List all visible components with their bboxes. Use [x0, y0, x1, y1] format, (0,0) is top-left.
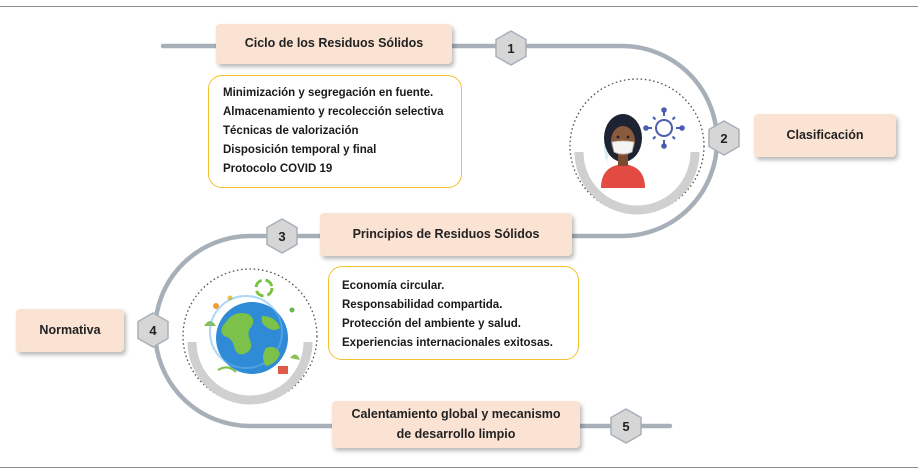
step-2-hexagon: 2: [708, 120, 740, 156]
masked-person-icon: [601, 114, 645, 188]
step-4-hexagon: 4: [137, 312, 169, 348]
step-1-hexagon: 1: [495, 30, 527, 66]
step-3-hexagon: 3: [266, 218, 298, 254]
cycle-item: Técnicas de valorización: [223, 125, 359, 137]
stage-3-box[interactable]: Principios de Residuos Sólidos: [320, 213, 572, 256]
stage-5-title-line2: de desarrollo limpio: [396, 426, 516, 441]
step-2-number: 2: [720, 130, 728, 146]
step-3-number: 3: [278, 228, 286, 244]
stage-4-box[interactable]: Normativa: [16, 309, 124, 352]
earth-icon: [209, 295, 288, 374]
step-5-hexagon: 5: [610, 408, 642, 444]
stage-5-title-line1: Calentamiento global y mecanismo: [351, 407, 561, 422]
stage-2-title: Clasificación: [786, 127, 864, 142]
virus-icon: [643, 107, 685, 149]
step-5-number: 5: [622, 418, 630, 434]
cycle-item: Protocolo COVID 19: [223, 163, 333, 175]
principle-item: Responsabilidad compartida.: [342, 299, 503, 311]
step-4-number: 4: [149, 322, 157, 338]
stage-3-title: Principios de Residuos Sólidos: [352, 226, 540, 241]
principle-item: Experiencias internacionales exitosas.: [342, 337, 553, 349]
principle-item: Protección del ambiente y salud.: [342, 318, 521, 330]
cycle-info-box: Minimización y segregación en fuente. Al…: [208, 75, 462, 188]
recycle-icon: [254, 278, 274, 298]
principle-item: Economía circular.: [342, 280, 445, 292]
stage-5-box[interactable]: Calentamiento global y mecanismo de desa…: [332, 401, 580, 448]
stage-1-title: Ciclo de los Residuos Sólidos: [244, 36, 424, 51]
bottom-rule: [0, 467, 918, 468]
step-1-number: 1: [507, 40, 515, 56]
stage-2-box[interactable]: Clasificación: [754, 114, 896, 157]
cycle-item: Almacenamiento y recolección selectiva: [223, 106, 444, 118]
cycle-item: Disposición temporal y final: [223, 144, 377, 156]
top-rule: [0, 6, 918, 7]
stage-1-box[interactable]: Ciclo de los Residuos Sólidos: [216, 24, 452, 64]
principles-info-box: Economía circular. Responsabilidad compa…: [328, 266, 579, 360]
covid-badge: [569, 78, 705, 215]
earth-badge: [182, 268, 318, 405]
stage-4-title: Normativa: [39, 322, 101, 337]
cycle-item: Minimización y segregación en fuente.: [223, 87, 434, 99]
